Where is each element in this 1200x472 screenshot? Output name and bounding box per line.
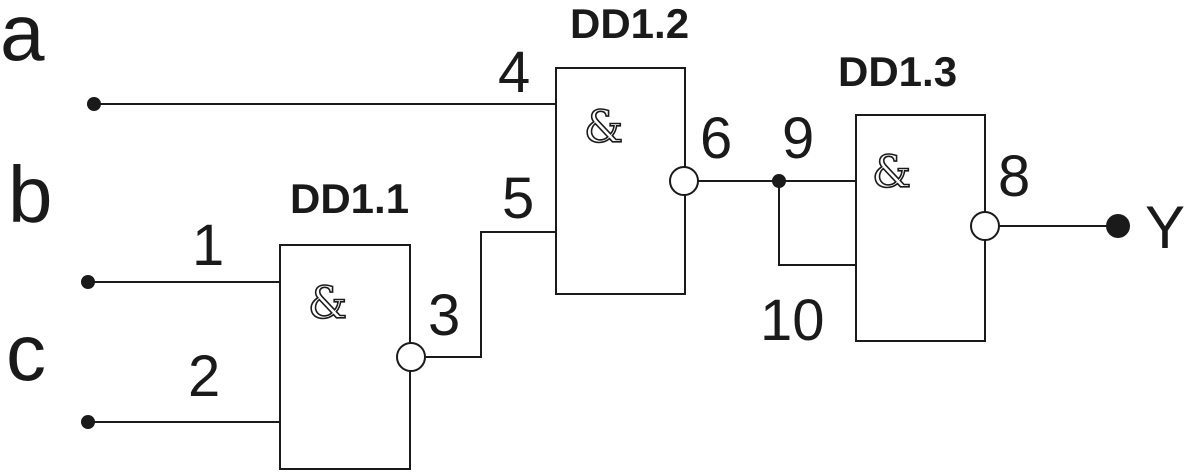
pin-label-6: 6 bbox=[700, 106, 732, 171]
wire-junction-to-pin10 bbox=[778, 181, 856, 266]
input-label-b: b bbox=[8, 150, 53, 239]
gate-dd1-2-and-symbol: & bbox=[584, 102, 623, 153]
pin-label-5: 5 bbox=[502, 166, 534, 231]
pin-label-8: 8 bbox=[998, 144, 1030, 209]
gate-dd1-2-body bbox=[555, 67, 686, 295]
gate-dd1-3-inversion-bubble bbox=[970, 211, 1000, 241]
gate-dd1-3-body bbox=[855, 114, 986, 342]
gate-dd1-1-label: DD1.1 bbox=[290, 175, 409, 222]
junction-dot bbox=[772, 174, 786, 188]
gate-dd1-1: & DD1.1 bbox=[279, 175, 426, 470]
pin-label-1: 1 bbox=[192, 213, 224, 278]
gate-dd1-2-inversion-bubble bbox=[669, 166, 699, 196]
gate-dd1-3-label: DD1.3 bbox=[838, 48, 957, 95]
pin-label-2: 2 bbox=[188, 344, 220, 409]
gate-dd1-2-label: DD1.2 bbox=[570, 0, 689, 47]
gate-dd1-2: & DD1.2 bbox=[555, 0, 699, 295]
pin-label-3: 3 bbox=[428, 283, 460, 348]
output-terminal bbox=[1106, 214, 1130, 238]
output-label-y: Y bbox=[1145, 194, 1185, 261]
pin-label-9: 9 bbox=[782, 106, 814, 171]
gate-dd1-3-and-symbol: & bbox=[872, 147, 911, 198]
gate-dd1-1-and-symbol: & bbox=[308, 278, 347, 329]
pin-label-4: 4 bbox=[498, 40, 530, 105]
gate-dd1-1-inversion-bubble bbox=[396, 342, 426, 372]
input-label-a: a bbox=[0, 0, 45, 77]
gate-dd1-3: & DD1.3 bbox=[838, 48, 1000, 342]
wire-pin3-to-pin5 bbox=[426, 231, 556, 358]
input-label-c: c bbox=[6, 308, 46, 397]
gate-dd1-1-body bbox=[279, 244, 411, 470]
pin-label-10: 10 bbox=[760, 288, 825, 353]
